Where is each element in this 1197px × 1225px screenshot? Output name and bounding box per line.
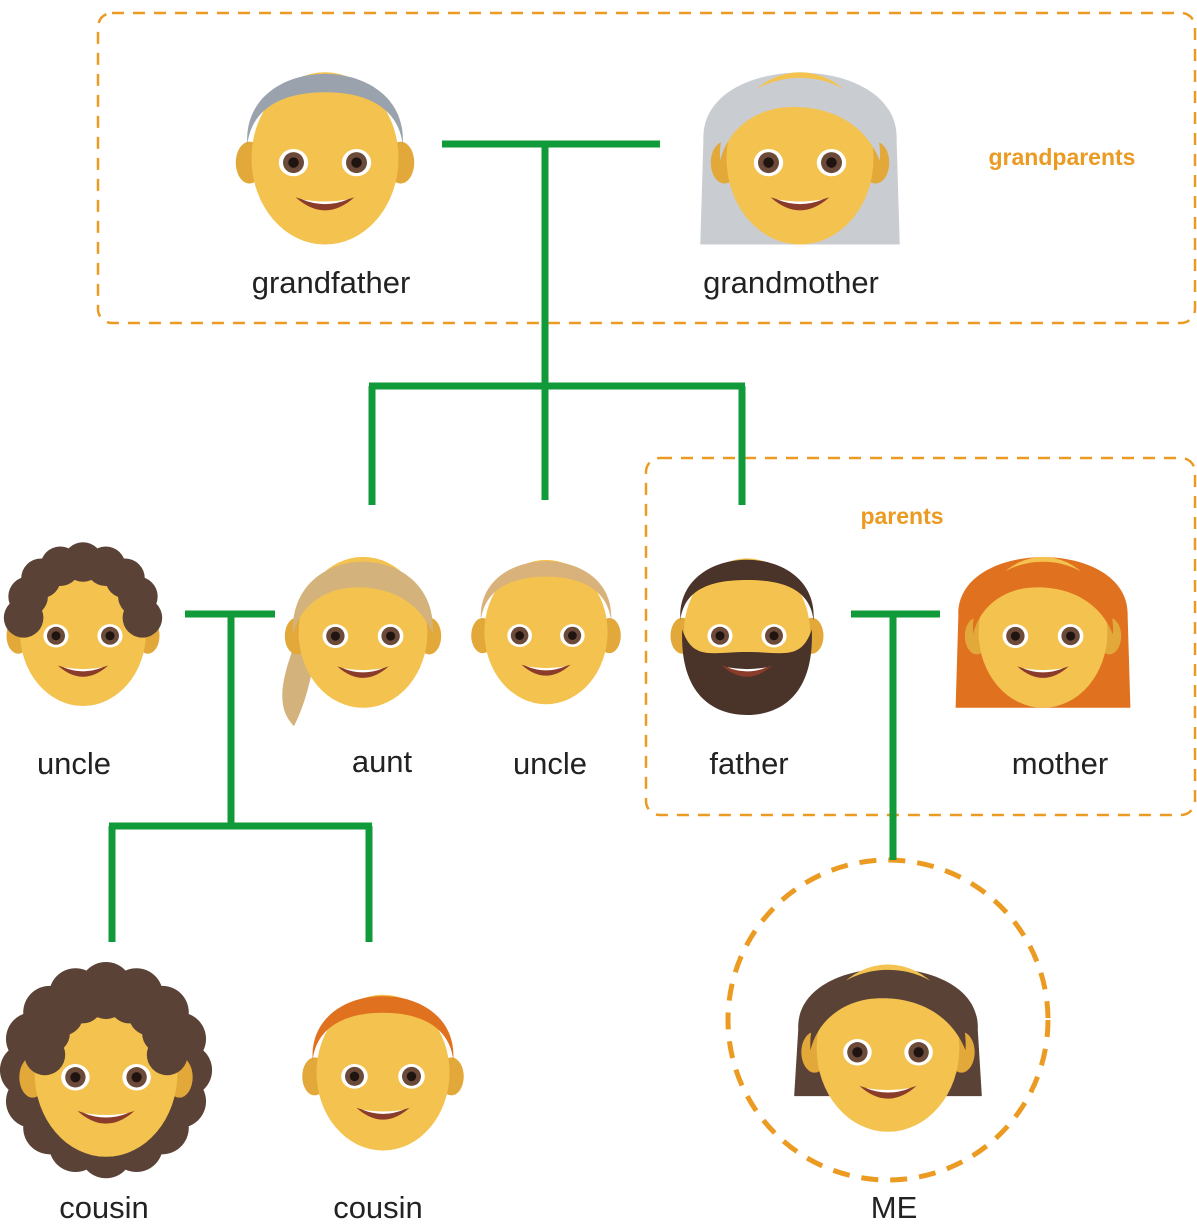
blonde-woman-face-icon — [282, 556, 442, 727]
curly-haired-man-face-icon — [3, 542, 163, 706]
grandmother-face-icon — [700, 72, 900, 245]
cousin-2-label: cousin — [333, 1190, 423, 1225]
cousin-1-label: cousin — [59, 1190, 149, 1225]
red-haired-boy-face-icon — [302, 994, 464, 1151]
me-highlight-circle — [725, 857, 1051, 1183]
parents-group-box — [644, 456, 1197, 817]
grandparents-group-label: grandparents — [989, 144, 1136, 170]
aunt-label: aunt — [352, 744, 413, 779]
grandparents-group-box — [96, 11, 1197, 325]
mother-label: mother — [1012, 746, 1108, 781]
bearded-man-face-icon — [670, 558, 824, 715]
uncle-mid-label: uncle — [513, 746, 587, 781]
parents-group-label: parents — [860, 503, 943, 529]
grandfather-label: grandfather — [252, 265, 411, 300]
curly-haired-woman-face-icon — [0, 961, 213, 1179]
uncle-left-label: uncle — [37, 746, 111, 781]
red-haired-woman-face-icon — [955, 556, 1131, 708]
child-face-icon — [794, 964, 982, 1132]
blond-man-face-icon — [471, 559, 621, 705]
father-label: father — [709, 746, 788, 781]
connector-lines — [108, 140, 940, 942]
grandmother-label: grandmother — [703, 265, 879, 300]
me-label: ME — [871, 1190, 918, 1225]
grandfather-face-icon — [235, 72, 415, 245]
